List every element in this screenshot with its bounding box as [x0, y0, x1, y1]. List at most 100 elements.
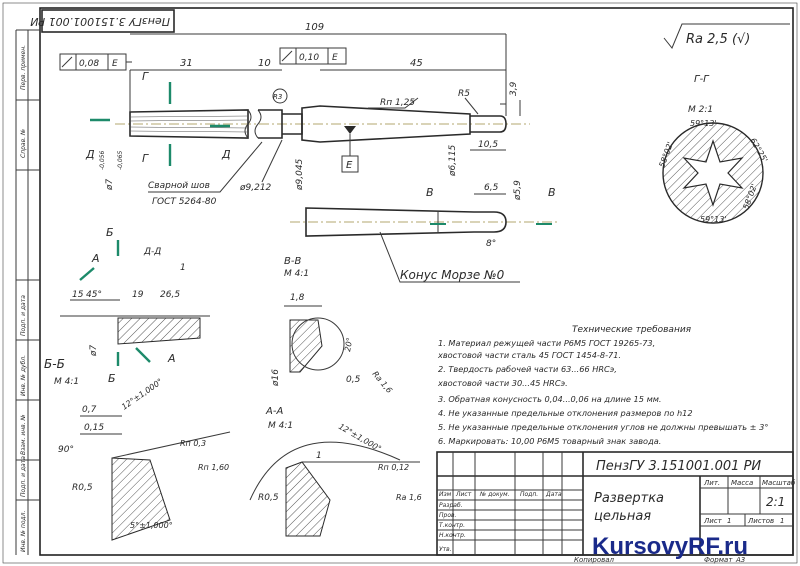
dim-12b: 12°±1,000°: [337, 422, 383, 454]
note-6: 4. Не указанные предельные отклонения ра…: [438, 408, 693, 418]
dim-265: 26,5: [160, 290, 180, 300]
watermark: KursovyRF.ru: [592, 533, 748, 560]
section-aa: А-А М 4:1 12°±1,000° 1 Rп 0,12 Ra 1,6 R0…: [249, 406, 422, 537]
dim-rp03: Rп 0,3: [180, 439, 206, 448]
label-b-bot: Б: [108, 372, 116, 385]
dim-39: 3,9: [509, 81, 519, 96]
view-vv-scale: М 4:1: [284, 269, 309, 279]
top-stamp-text: ПензГУ 3.151001.001 РИ: [30, 15, 170, 28]
tb-tkontr: Т.контр.: [439, 522, 465, 529]
label-d-right: Д: [221, 148, 231, 161]
note-3: 2. Твердость рабочей части 63...66 HRCэ,: [438, 364, 617, 374]
side-stamp-4: Инв. № дубл.: [20, 355, 27, 396]
tooth-detail: 1,8 20° ø16 0,5 Ra 1,6: [271, 293, 394, 395]
roughness-text: Ra 2,5 (√): [686, 32, 750, 47]
dim-90: 90°: [58, 445, 74, 455]
tb-list: Лист: [455, 491, 472, 498]
tb-sheet-val: 1: [727, 517, 731, 525]
label-g-bot: Г: [142, 152, 149, 165]
side-stamp-2: Справ. №: [20, 129, 27, 158]
section-bb: Д-Д А А Б Б 15 45° 19 26,5 1 ø7 Б-Б М 4:…: [44, 226, 210, 387]
dim-ra16b: Ra 1,6: [396, 493, 422, 502]
dim-phi7: ø7: [105, 178, 115, 191]
morse-label: Конус Морзе №0: [400, 268, 505, 282]
dim-8deg: 8°: [486, 239, 496, 249]
main-reamer-view: 109 31 10 45 3,9 R5 Rп 1,25 10,5 ø6,115 …: [59, 22, 530, 207]
section-tooth-left: 0,7 0,15 12°±1,000° Rп 0,3 Rп 1,60 R0,5 …: [58, 377, 231, 541]
tb-sheets: Листов: [747, 517, 774, 525]
dim-65: 6,5: [484, 183, 499, 193]
view-gg-scale: М 2:1: [688, 105, 713, 115]
label-g-top: Г: [142, 70, 149, 83]
dim-19: 19: [132, 290, 144, 300]
dim-1b: 1: [316, 451, 322, 461]
dim-31: 31: [180, 58, 193, 69]
tb-izm: Изм: [439, 491, 452, 498]
dim-phi615: ø6,115: [448, 144, 458, 177]
section-gg: Г-Г М 2:1 58°02' 59°13' 62°25' 59°13' 58…: [657, 74, 769, 224]
weld-std: ГОСТ 5264-80: [152, 197, 217, 207]
dim-r05b: R0,5: [258, 493, 279, 503]
dim-r125: Rп 1,25: [380, 98, 415, 108]
dim-1: 1: [180, 263, 186, 273]
dim-45: 45: [410, 58, 423, 69]
dim-12deg: 12°±1,000°: [120, 377, 164, 412]
dim-phi59: ø5,9: [513, 180, 523, 201]
datum-e: E: [346, 160, 353, 171]
roughness-symbol: Ra 2,5 (√): [663, 23, 790, 49]
dim-phi9045: ø9,045: [295, 158, 305, 191]
tb-name-2: цельная: [594, 509, 651, 524]
tol-datum-1: E: [112, 59, 118, 69]
left-side-stamps: Перв. примен. Справ. № Подп. и дата Инв.…: [15, 29, 40, 555]
tb-mass: Масса: [731, 479, 753, 487]
label-v-left: В: [426, 186, 434, 199]
side-stamp-3: Подп. и дата: [20, 295, 27, 336]
note-7: 5. Не указанные предельные отклонения уг…: [438, 422, 768, 432]
dim-5deg: 5°±1,000°: [130, 521, 173, 530]
tb-copied: Копировал: [574, 556, 615, 564]
tb-scale: 2:1: [766, 495, 785, 509]
label-a-bot: А: [167, 352, 176, 365]
dim-15: 15: [72, 290, 84, 300]
label-a-top: А: [91, 252, 100, 265]
dim-07: 0,7: [82, 405, 97, 415]
sheet-border-inner: [39, 7, 794, 556]
angle-5913-bot: 59°13': [700, 215, 727, 224]
view-vv-title: В-В: [284, 256, 301, 267]
dim-18: 1,8: [290, 293, 305, 303]
dim-phi7-bb: ø7: [89, 344, 99, 357]
tol-value-1: 0,08: [79, 59, 99, 69]
side-stamp-7: Инв. № подл.: [20, 511, 27, 552]
view-bb-title: Б-Б: [44, 357, 65, 371]
tb-lit: Лит.: [703, 479, 720, 487]
tb-prov: Пров.: [439, 512, 457, 519]
dim-r5: R5: [458, 89, 470, 99]
dim-ra16: Ra 1,6: [370, 370, 393, 395]
view-bb-scale: М 4:1: [54, 377, 79, 387]
dim-r05: R0,5: [72, 483, 93, 493]
notes-title: Технические требования: [572, 325, 692, 335]
angle-5913-top: 59°13': [690, 119, 717, 128]
top-stamp: ПензГУ 3.151001.001 РИ: [30, 9, 175, 33]
tb-name-1: Развертка: [594, 491, 664, 506]
view-gg-title: Г-Г: [694, 74, 710, 85]
dim-109: 109: [305, 22, 324, 33]
dim-20deg: 20°: [343, 337, 354, 353]
dim-015: 0,15: [84, 423, 104, 433]
dim-tol7a: -0,056: [99, 150, 106, 170]
tb-date: Дата: [545, 491, 562, 498]
dim-45deg: 45°: [86, 290, 102, 300]
dim-10: 10: [258, 58, 271, 69]
tb-format: Формат: [704, 556, 733, 564]
tb-razrab: Разраб.: [439, 502, 463, 509]
tb-format-val: А3: [735, 556, 745, 564]
note-1: 1. Материал режущей части Р6М5 ГОСТ 1926…: [438, 338, 655, 348]
tolerance-frame-2: 0,10 E: [279, 47, 347, 65]
view-aa-title: А-А: [265, 406, 283, 417]
tb-utv: Утв.: [439, 546, 452, 553]
note-4: хвостовой части 30...45 HRCэ.: [437, 378, 568, 388]
label-v-right: В: [548, 186, 556, 199]
dim-r3: R3: [273, 93, 282, 101]
